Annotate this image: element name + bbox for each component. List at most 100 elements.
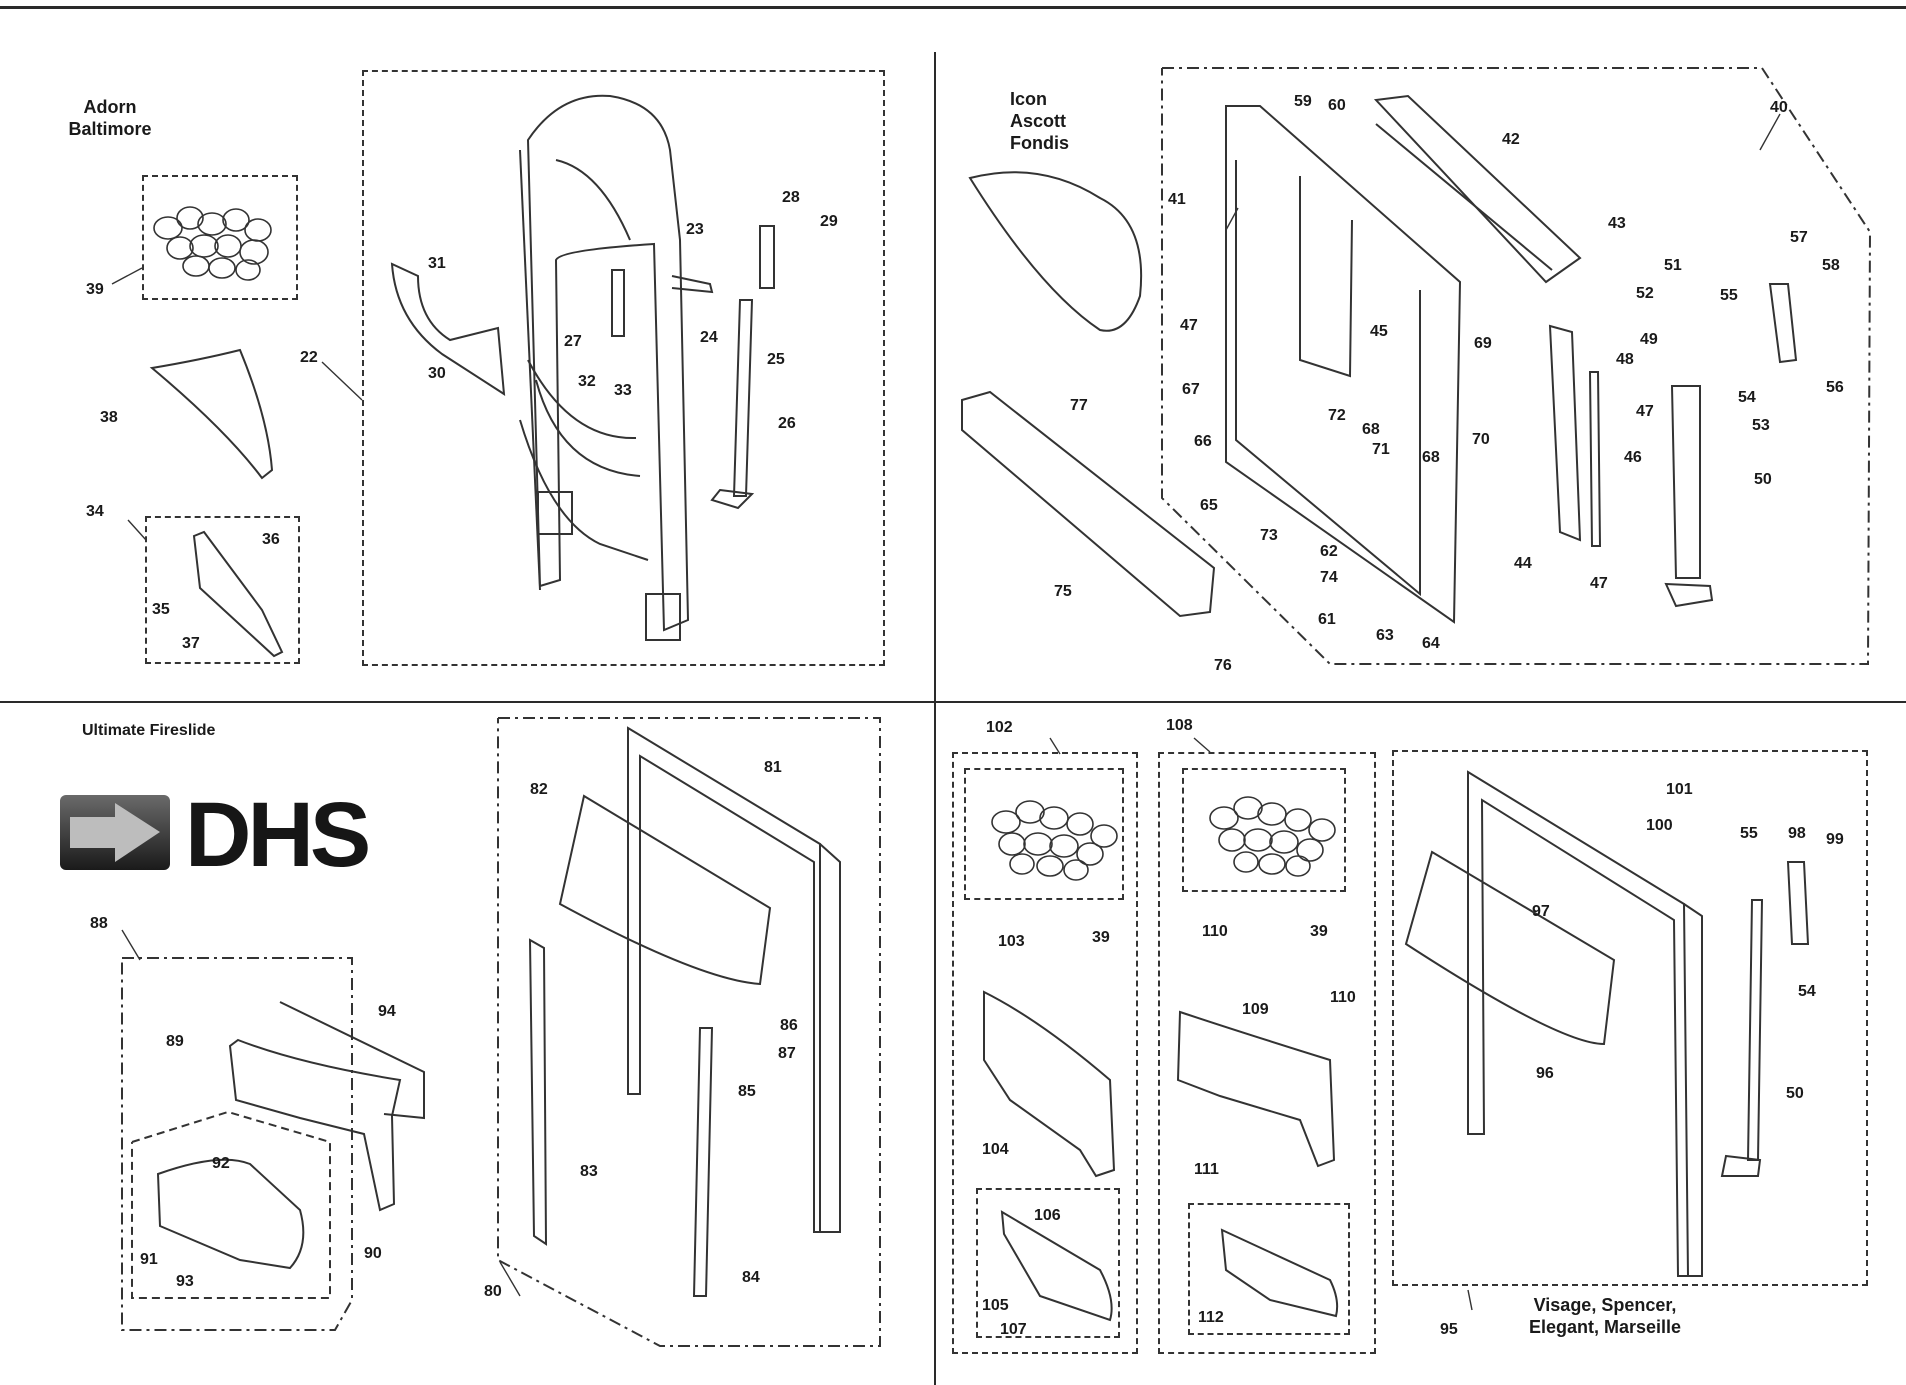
part-101: 101 — [1666, 781, 1693, 798]
part-22: 22 — [300, 349, 318, 366]
part-68-b: 68 — [1422, 449, 1440, 466]
part-62: 62 — [1320, 543, 1338, 560]
part-39-adorn: 39 — [86, 281, 104, 298]
dhs-logo: DHS — [60, 784, 455, 886]
part-28: 28 — [782, 189, 800, 206]
part-36: 36 — [262, 531, 280, 548]
part-93: 93 — [176, 1273, 194, 1290]
part-112: 112 — [1198, 1309, 1224, 1326]
part-48: 48 — [1616, 351, 1634, 368]
box-fret-34 — [145, 516, 300, 664]
part-100: 100 — [1646, 817, 1673, 834]
part-77: 77 — [1070, 397, 1088, 414]
part-65: 65 — [1200, 497, 1218, 514]
part-30: 30 — [428, 365, 446, 382]
horizontal-divider — [0, 701, 1906, 703]
part-58: 58 — [1822, 257, 1840, 274]
part-106: 106 — [1034, 1207, 1061, 1224]
part-67: 67 — [1182, 381, 1200, 398]
part-45: 45 — [1370, 323, 1388, 340]
part-102: 102 — [986, 719, 1013, 736]
part-52: 52 — [1636, 285, 1654, 302]
part-35: 35 — [152, 601, 170, 618]
group-title-adorn: Adorn Baltimore — [68, 97, 152, 139]
part-71: 71 — [1372, 441, 1390, 458]
part-110-a: 110 — [1202, 923, 1228, 940]
part-31: 31 — [428, 255, 446, 272]
part-74: 74 — [1320, 569, 1338, 586]
part-59: 59 — [1294, 93, 1312, 110]
part-75: 75 — [1054, 583, 1072, 600]
part-73: 73 — [1260, 527, 1278, 544]
part-50-visage: 50 — [1786, 1085, 1804, 1102]
part-42: 42 — [1502, 131, 1520, 148]
part-68-a: 68 — [1362, 421, 1380, 438]
logo-text: DHS — [185, 784, 371, 886]
box-rocks-102 — [964, 768, 1124, 900]
part-47-a: 47 — [1180, 317, 1198, 334]
part-61: 61 — [1318, 611, 1336, 628]
part-64: 64 — [1422, 635, 1440, 652]
part-76: 76 — [1214, 657, 1232, 674]
box-108 — [1158, 752, 1376, 1354]
part-39-108: 39 — [1310, 923, 1328, 940]
part-40: 40 — [1770, 99, 1788, 116]
part-32: 32 — [578, 373, 596, 390]
part-70: 70 — [1472, 431, 1490, 448]
part-46: 46 — [1624, 449, 1642, 466]
part-96: 96 — [1536, 1065, 1554, 1082]
part-60: 60 — [1328, 97, 1346, 114]
part-90: 90 — [364, 1245, 382, 1262]
part-39-102: 39 — [1092, 929, 1110, 946]
part-24: 24 — [700, 329, 718, 346]
part-85: 85 — [738, 1083, 756, 1100]
part-89: 89 — [166, 1033, 184, 1050]
part-50: 50 — [1754, 471, 1772, 488]
box-95 — [1392, 750, 1868, 1286]
part-109: 109 — [1242, 1001, 1269, 1018]
part-84: 84 — [742, 1269, 760, 1286]
part-25: 25 — [767, 351, 785, 368]
part-108: 108 — [1166, 717, 1193, 734]
vertical-divider — [934, 52, 936, 1385]
part-51: 51 — [1664, 257, 1682, 274]
box-102 — [952, 752, 1138, 1354]
part-38: 38 — [100, 409, 118, 426]
part-55-visage: 55 — [1740, 825, 1758, 842]
part-107: 107 — [1000, 1321, 1027, 1338]
part-98: 98 — [1788, 825, 1806, 842]
part-97: 97 — [1532, 903, 1550, 920]
box-rocks-108 — [1182, 768, 1346, 892]
part-91: 91 — [140, 1251, 158, 1268]
part-37: 37 — [182, 635, 200, 652]
top-rule — [0, 6, 1906, 9]
part-86: 86 — [780, 1017, 798, 1034]
part-81: 81 — [764, 759, 782, 776]
part-94: 94 — [378, 1003, 396, 1020]
part-27: 27 — [564, 333, 582, 350]
part-49: 49 — [1640, 331, 1658, 348]
part-83: 83 — [580, 1163, 598, 1180]
part-34: 34 — [86, 503, 104, 520]
group-title-ultimate: Ultimate Fireslide — [82, 722, 216, 739]
part-47-c: 47 — [1590, 575, 1608, 592]
part-99: 99 — [1826, 831, 1844, 848]
box-fret-111 — [1188, 1203, 1350, 1335]
box-door-22 — [362, 70, 885, 666]
group-title-visage: Visage, Spencer, Elegant, Marseille — [1528, 1295, 1682, 1337]
part-47-b: 47 — [1636, 403, 1654, 420]
part-80: 80 — [484, 1283, 502, 1300]
part-55: 55 — [1720, 287, 1738, 304]
part-69: 69 — [1474, 335, 1492, 352]
part-66: 66 — [1194, 433, 1212, 450]
part-63: 63 — [1376, 627, 1394, 644]
part-54-visage: 54 — [1798, 983, 1816, 1000]
logo-arrow-icon — [60, 795, 170, 870]
part-43: 43 — [1608, 215, 1626, 232]
box-fret-104 — [976, 1188, 1120, 1338]
part-110-b: 110 — [1330, 989, 1356, 1006]
part-82: 82 — [530, 781, 548, 798]
part-92: 92 — [212, 1155, 230, 1172]
